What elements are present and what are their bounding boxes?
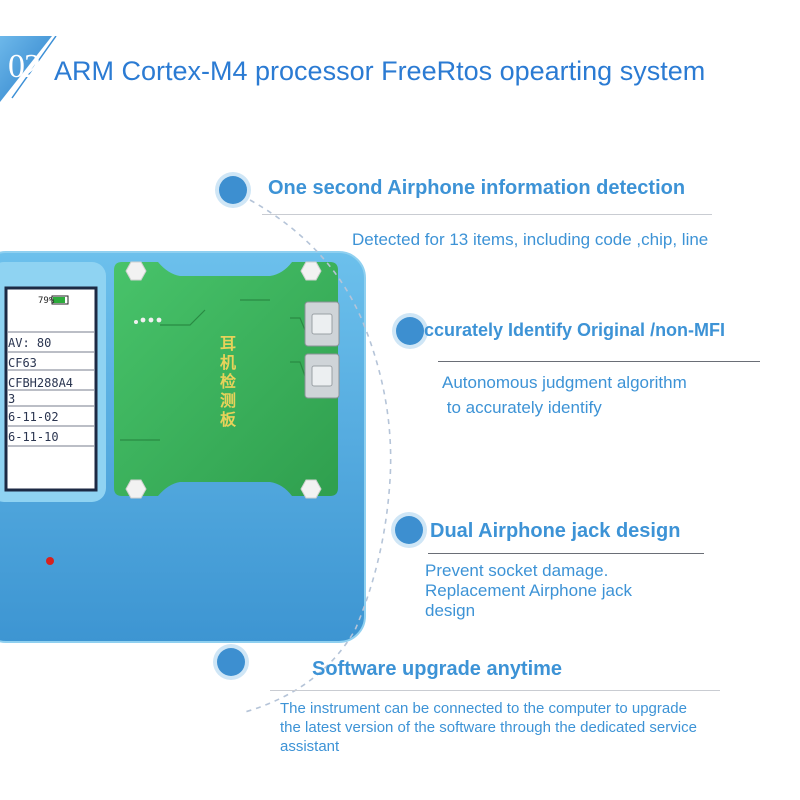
feature-desc-jack-line-1: Prevent socket damage. <box>425 561 609 580</box>
lcd-line: CF63 <box>8 356 37 370</box>
lcd-line: 3 <box>8 392 16 406</box>
feature-desc-upgrade-line-2: the latest version of the software throu… <box>280 719 697 736</box>
divider <box>270 690 720 691</box>
battery-level: 79% <box>38 296 55 306</box>
feature-desc-identify-line-1: Autonomous judgment algorithm <box>442 373 687 392</box>
feature-title-identify: ccurately Identify Original /non-MFI <box>424 320 726 340</box>
lcd-screen: AV: 80 CF63 CFBH288A4 3 6-11-02 6-11-10 … <box>8 292 94 488</box>
feature-desc-upgrade-line-1: The instrument can be connected to the c… <box>280 700 687 717</box>
feature-desc-detection: Detected for 13 items, including code ,c… <box>352 230 709 249</box>
feature-title-jack: Dual Airphone jack design <box>430 520 681 542</box>
feature-desc-jack-line-3: design <box>425 601 476 620</box>
divider <box>262 214 712 215</box>
lcd-line: 6-11-02 <box>8 410 59 424</box>
board-label: 耳机检测板 <box>219 334 236 429</box>
lcd-line: CFBH288A4 <box>8 376 74 390</box>
divider <box>428 553 704 554</box>
lcd-line: AV: 80 <box>8 336 52 350</box>
page-title: ARM Cortex-M4 processor FreeRtos opearti… <box>54 56 706 86</box>
feature-desc-upgrade-line-3: assistant <box>280 738 340 755</box>
lcd-line: 6-11-10 <box>8 430 59 444</box>
section-number: 02 <box>8 48 41 85</box>
feature-desc-identify-line-2: to accurately identify <box>442 398 602 417</box>
divider <box>438 361 760 362</box>
feature-title-upgrade: Software upgrade anytime <box>312 658 563 680</box>
feature-desc-jack-line-2: Replacement Airphone jack <box>425 581 632 600</box>
header-badge <box>0 36 57 102</box>
feature-title-detection: One second Airphone information detectio… <box>268 177 686 199</box>
